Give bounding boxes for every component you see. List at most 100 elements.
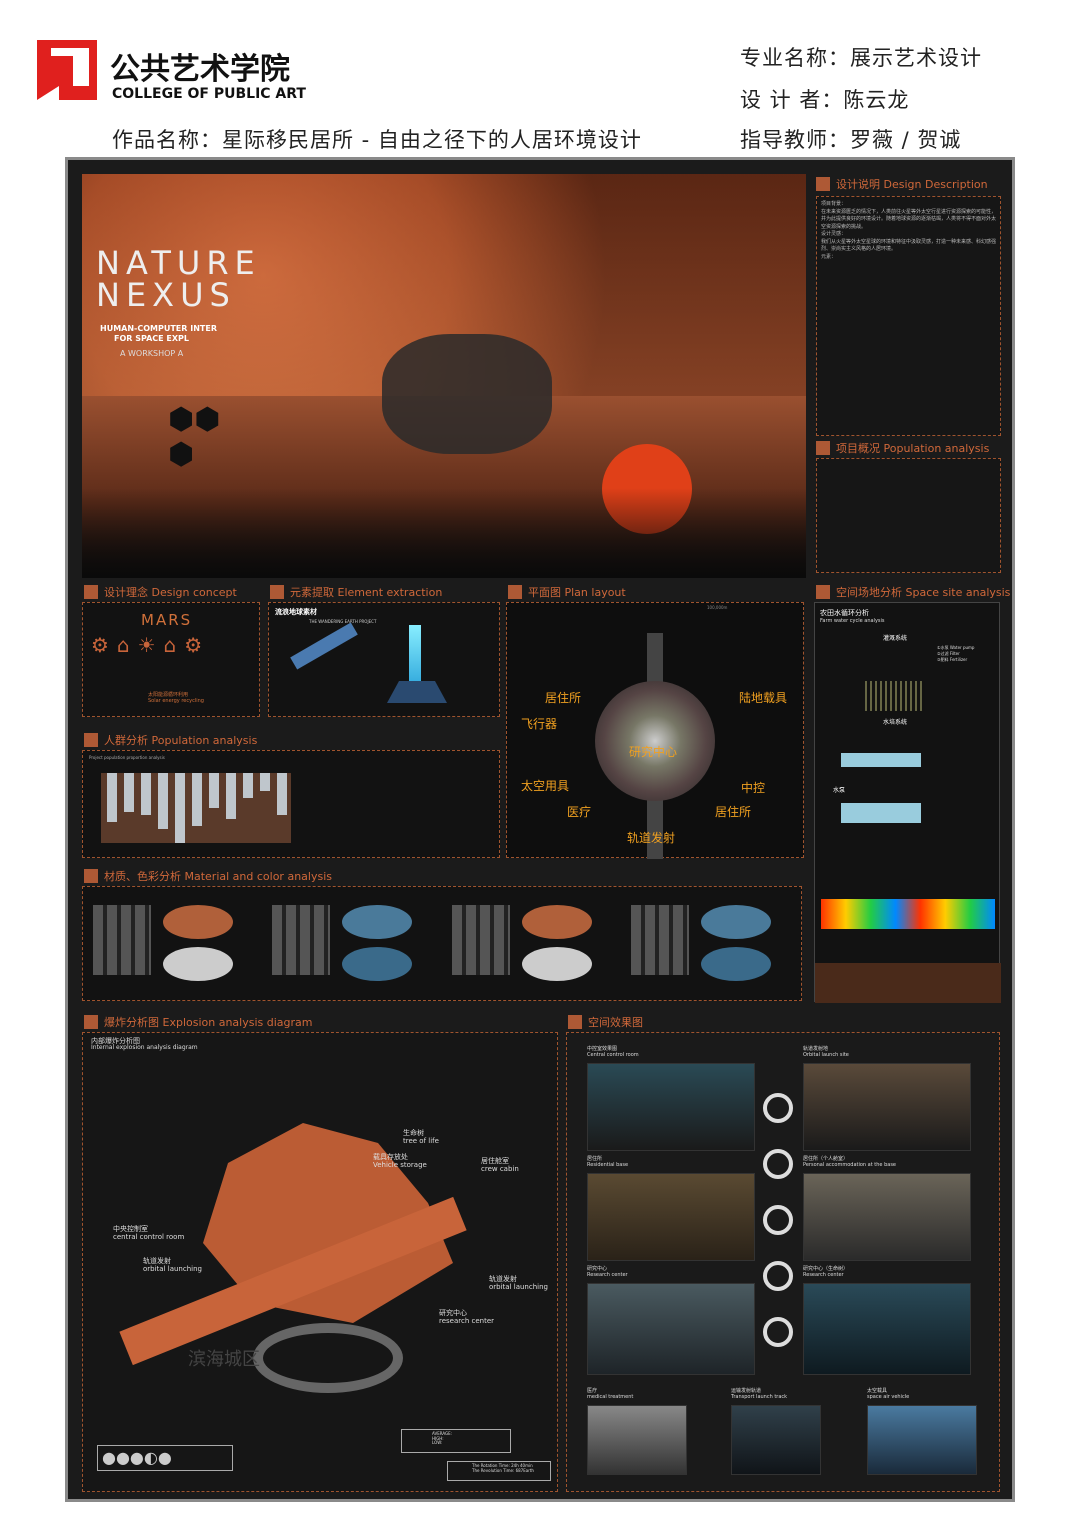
- label-tree-of-life: 生命树: [403, 1129, 424, 1137]
- render-image: [867, 1405, 977, 1475]
- district-label: 滨海城区: [188, 1349, 260, 1370]
- heatmap-strip: [821, 899, 995, 929]
- label-cabin: 居住舱室: [481, 1157, 509, 1165]
- element-sub: THE WANDERING EARTH PROJECT: [309, 619, 377, 624]
- section-population: 人群分析 Population analysis: [84, 732, 257, 748]
- mars-label: MARS: [141, 611, 193, 629]
- planet-legend: ●●●◐●: [97, 1445, 233, 1471]
- element-extraction-panel: 流浪地球素材 THE WANDERING EARTH PROJECT: [268, 602, 500, 717]
- label-cabin-en: crew cabin: [481, 1165, 519, 1173]
- plan-label: 居住所: [545, 691, 582, 705]
- render-label: 居住所: [587, 1156, 603, 1162]
- section-explosion: 爆炸分析图 Explosion analysis diagram: [84, 1014, 312, 1030]
- population-bar: [260, 773, 270, 791]
- material-group: [93, 899, 253, 989]
- beam-graphic: [409, 625, 421, 685]
- explosion-title-en: Internal explosion analysis diagram: [91, 1044, 198, 1051]
- render-label-en: medical treatment: [587, 1394, 634, 1400]
- render-label: 居住所（个人舱室）: [803, 1156, 849, 1162]
- population-bar: [277, 773, 287, 815]
- hero-render: NATURE NEXUS HUMAN-COMPUTER INTER FOR SP…: [82, 174, 806, 578]
- label-tree-of-life-en: tree of life: [403, 1137, 439, 1145]
- label-research-en: research center: [439, 1317, 495, 1325]
- label-control: 中央控制室: [113, 1225, 148, 1233]
- population-bar: [124, 773, 134, 812]
- hero-subtitle-3: A WORKSHOP A: [120, 349, 184, 358]
- school-name-en: COLLEGE OF PUBLIC ART: [112, 86, 306, 102]
- population-caption: Project population proportion analysis: [89, 755, 165, 760]
- plan-label: 轨道发射: [627, 831, 676, 845]
- water-tank: [841, 803, 921, 823]
- poster: NATURE NEXUS HUMAN-COMPUTER INTER FOR SP…: [65, 157, 1015, 1502]
- population-bar: [226, 773, 236, 819]
- work-title: 作品名称：星际移民居所 - 自由之径下的人居环境设计: [112, 128, 642, 152]
- plan-label: 中控: [741, 781, 766, 795]
- render-label-en: Transport launch track: [731, 1394, 788, 1400]
- render-image: [587, 1173, 755, 1261]
- label-launch-en: orbital launching: [143, 1265, 202, 1273]
- population-bar: [175, 773, 185, 843]
- design-concept-panel: MARS ⚙⌂☀⌂⚙ 太阳能源循环利用 Solar energy recycli…: [82, 602, 260, 717]
- hero-title-1: NATURE: [96, 244, 261, 282]
- site-title: 农田水循环分析: [820, 609, 869, 617]
- population-bar: [141, 773, 151, 815]
- section-material: 材质、色彩分析 Material and color analysis: [84, 868, 332, 884]
- plan-label: 太空用具: [521, 779, 570, 793]
- render-image: [803, 1063, 971, 1151]
- population-bar: [192, 773, 202, 826]
- hero-subtitle-1: HUMAN-COMPUTER INTER: [100, 324, 217, 333]
- space-site-panel: 农田水循环分析 Farm water cycle analysis 灌溉系统 ①…: [814, 602, 1001, 1003]
- population-bar: [107, 773, 117, 822]
- render-label-en: space air vehicle: [867, 1394, 910, 1400]
- project-overview-text: [816, 458, 1001, 573]
- label-launch-2: 轨道发射: [489, 1275, 517, 1283]
- material-panel: [82, 886, 802, 1001]
- material-group: [272, 899, 432, 989]
- render-label: 运输发射轨道: [731, 1388, 762, 1394]
- plan-label: 医疗: [567, 805, 592, 819]
- population-panel: Project population proportion analysis: [82, 750, 500, 858]
- hero-title-2: NEXUS: [96, 276, 236, 314]
- concept-icons: ⚙⌂☀⌂⚙: [91, 633, 211, 657]
- render-image: [803, 1173, 971, 1261]
- render-label-en: Research center: [587, 1272, 628, 1278]
- plant-field: [865, 681, 925, 711]
- module-diagram: [763, 1261, 793, 1291]
- module-diagram: [763, 1149, 793, 1179]
- section-space-effect: 空间效果图: [568, 1014, 643, 1030]
- render-label: 医疗: [587, 1388, 598, 1394]
- render-label: 中控室效果图: [587, 1046, 618, 1052]
- temperature-box: AVERAGE: HIGH: LOW:: [401, 1429, 511, 1453]
- population-bars: [101, 773, 291, 843]
- plan-label: 研究中心: [629, 745, 678, 759]
- population-bar: [209, 773, 219, 808]
- rotation-box: The Rotation Time: 24h 40min The Revolut…: [447, 1461, 551, 1481]
- module-diagram: [763, 1093, 793, 1123]
- design-description-text: 项目背景： 在未来资源匮乏的情况下，人类前往火星等外太空行星进行资源探索的可能性…: [816, 196, 1001, 436]
- render-label-en: Residential base: [587, 1162, 629, 1168]
- material-group: [630, 899, 791, 989]
- plan-layout-panel: 100,000m 居住所 陆地载具 飞行器 研究中心 太空用具 中控 医疗 居住…: [506, 602, 804, 859]
- population-bar: [158, 773, 168, 829]
- college-logo: [37, 40, 97, 100]
- label-vehicle-en: Vehicle storage: [373, 1161, 427, 1169]
- label-control-en: central control room: [113, 1233, 185, 1241]
- render-image: [587, 1405, 687, 1475]
- plan-label: 居住所: [715, 805, 752, 819]
- section-plan-layout: 平面图 Plan layout: [508, 584, 626, 600]
- render-label: 研究中心（生命树）: [803, 1266, 849, 1272]
- plan-label: 飞行器: [521, 717, 558, 731]
- render-label-en: Orbital launch site: [803, 1052, 849, 1058]
- label-research: 研究中心: [439, 1309, 467, 1317]
- solar-label: 太阳能源循环利用: [148, 692, 189, 698]
- explosion-panel: 内部爆炸分析图 Internal explosion analysis diag…: [82, 1032, 558, 1492]
- school-name-cn: 公共艺术学院: [110, 52, 290, 87]
- plan-hub: [595, 681, 715, 801]
- solar-label-en: Solar energy recycling: [148, 698, 204, 704]
- render-image: [803, 1283, 971, 1375]
- section-element-extraction: 元素提取 Element extraction: [270, 584, 442, 600]
- designer: 设 计 者：陈云龙: [740, 88, 910, 112]
- material-group: [451, 899, 612, 989]
- render-label-en: Central control room: [587, 1052, 639, 1058]
